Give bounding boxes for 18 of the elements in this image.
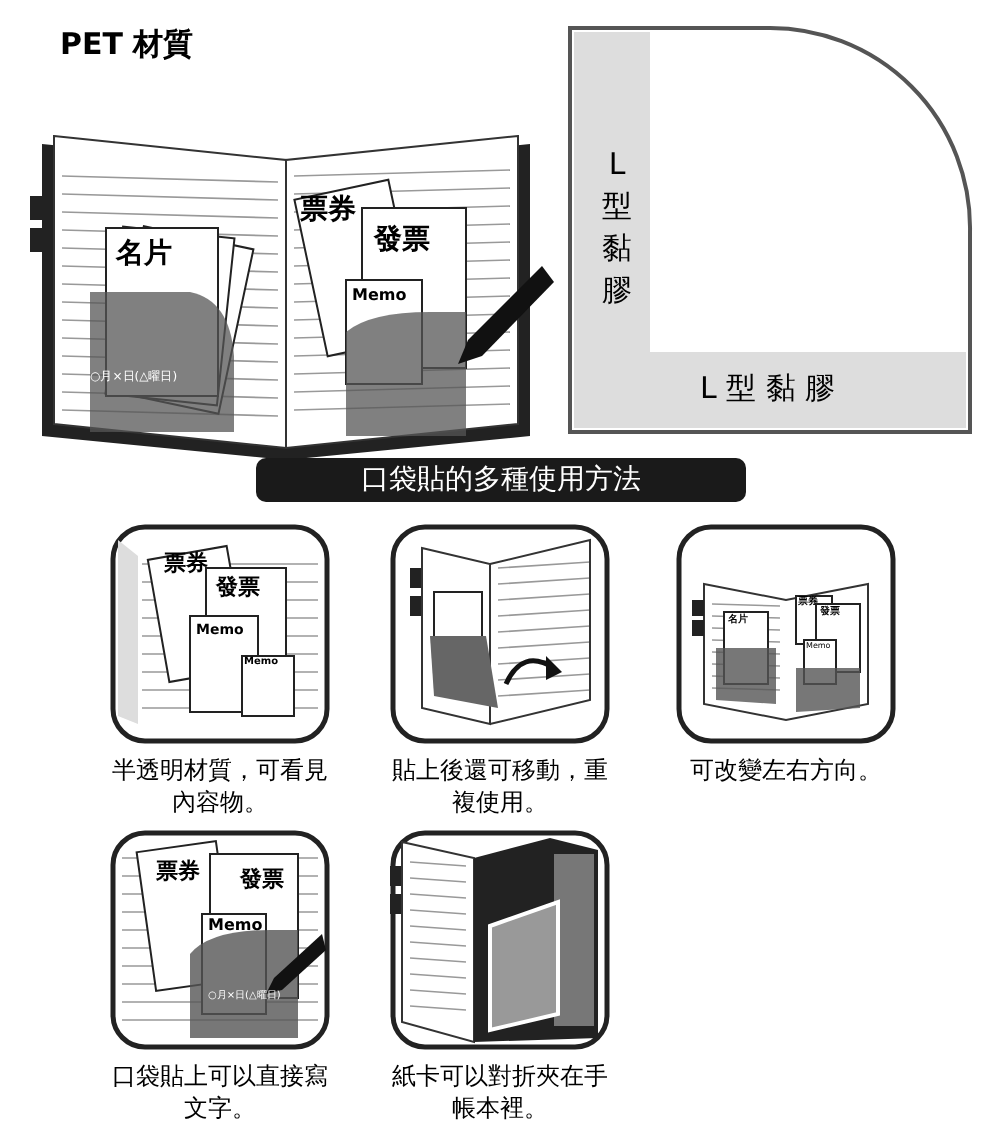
caption: 半透明材質，可看見內容物。: [110, 756, 330, 819]
adhesive-label: L型黏膠: [600, 144, 634, 312]
card-label: 發票: [374, 226, 430, 257]
card-label: 發票: [240, 868, 284, 893]
section-banner: 口袋貼的多種使用方法: [256, 458, 746, 502]
card-label: 票券: [300, 196, 356, 227]
card-label: 名片: [116, 240, 172, 271]
heading: PET 材質: [60, 28, 194, 61]
caption: 口袋貼上可以直接寫文字。: [110, 1062, 330, 1125]
card-label: 發票: [216, 576, 260, 601]
card-label: Memo: [352, 288, 407, 306]
card-label: Memo: [208, 918, 263, 936]
caption: 可改變左右方向。: [688, 756, 884, 788]
caption: 紙卡可以對折夾在手帳本裡。: [390, 1062, 610, 1125]
caption: 貼上後還可移動，重複使用。: [390, 756, 610, 819]
adhesive-label: L 型 黏 膠: [700, 372, 836, 405]
card-label: 票券: [156, 860, 200, 885]
card-label: 票券: [164, 552, 208, 577]
